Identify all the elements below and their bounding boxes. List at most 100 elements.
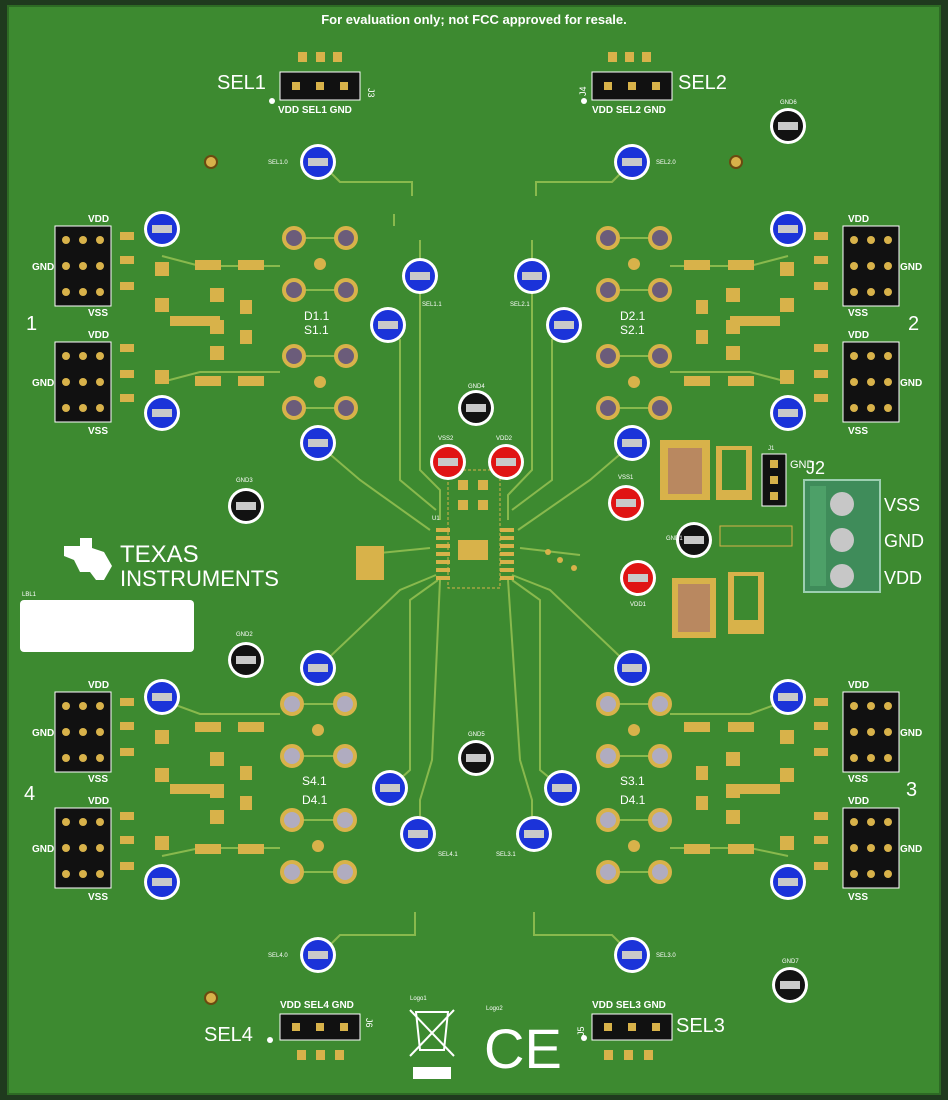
testpoint-signal-5[interactable]	[144, 679, 180, 715]
testpoint-bar	[466, 404, 486, 412]
terminal-screw-gnd[interactable]	[830, 528, 854, 552]
testpoint-signal-14[interactable]	[614, 650, 650, 686]
testpoint-bar	[152, 878, 172, 886]
testpoint-label: VSS2	[438, 436, 454, 442]
testpoint-label: GND1	[666, 536, 683, 542]
testpoint-gnd1[interactable]: GND1	[666, 522, 712, 558]
sel2-pin1-dot	[581, 98, 587, 104]
testpoint-gnd2[interactable]: GND2	[228, 632, 264, 678]
testpoint-gnd7[interactable]: GND7	[772, 959, 808, 1003]
channel-2-number: 2	[908, 313, 919, 335]
testpoint-vss2[interactable]: VSS2	[430, 436, 466, 480]
terminal-screw-vss[interactable]	[830, 492, 854, 516]
testpoint-bar	[152, 225, 172, 233]
testpoint-signal-16[interactable]	[544, 770, 580, 806]
ch1-header-a[interactable]	[54, 225, 112, 307]
testpoint-label: SEL2.1	[510, 302, 530, 308]
testpoint-signal-11[interactable]	[300, 425, 336, 461]
ch1-header-b[interactable]	[54, 341, 112, 423]
ch4-a-vdd: VDD	[88, 680, 109, 691]
terminal-vss-label: VSS	[884, 495, 920, 515]
testpoint-signal-13[interactable]	[300, 650, 336, 686]
blank-label-area	[20, 600, 194, 652]
sel4-pins: VDD SEL4 GND	[280, 1000, 354, 1011]
sel3-ref: J5	[576, 1026, 586, 1036]
testpoint-vss1[interactable]: VSS1	[608, 475, 644, 521]
ce-mark: CE	[484, 1017, 562, 1080]
sel2-pins: VDD SEL2 GND	[592, 105, 666, 116]
testpoint-signal-10[interactable]	[546, 307, 582, 343]
jumper-j1[interactable]	[761, 453, 787, 507]
testpoint-label: SEL4.1	[438, 852, 458, 858]
ch4-header-b[interactable]	[54, 807, 112, 889]
ch3-b-gnd: GND	[900, 844, 922, 855]
testpoint-signal-6[interactable]	[144, 864, 180, 900]
ch3-header-b[interactable]	[842, 807, 900, 889]
ch4-header-a[interactable]	[54, 691, 112, 773]
testpoint-label: SEL4.0	[268, 953, 288, 959]
testpoint-bar	[410, 272, 430, 280]
sel1-header[interactable]: SEL1 J3 VDD SEL1 GND	[217, 50, 376, 116]
sel2-header[interactable]: SEL2 J4 VDD SEL2 GND	[578, 52, 727, 116]
footprints-ch1	[282, 226, 358, 420]
ch3-s-label: S3.1	[620, 774, 645, 788]
ch3-b-vdd: VDD	[848, 796, 869, 807]
testpoint-signal-2[interactable]	[144, 395, 180, 431]
testpoint-label: VSS1	[618, 475, 634, 481]
testpoint-signal-1[interactable]	[144, 211, 180, 247]
testpoint-sel4-1[interactable]: SEL4.1	[400, 816, 458, 858]
testpoint-gnd4[interactable]: GND4	[458, 384, 494, 426]
testpoint-bar	[778, 693, 798, 701]
testpoint-signal-12[interactable]	[614, 425, 650, 461]
ch4-s-label: S4.1	[302, 774, 327, 788]
testpoint-bar	[236, 656, 256, 664]
testpoint-label: SEL3.0	[656, 953, 676, 959]
testpoint-bar	[778, 409, 798, 417]
ch1-a-gnd: GND	[32, 262, 54, 273]
testpoint-bar	[408, 830, 428, 838]
testpoint-sel3-0[interactable]: SEL3.0	[614, 937, 676, 973]
testpoint-signal-9[interactable]	[370, 307, 406, 343]
testpoint-bar	[524, 830, 544, 838]
sel3-pins: VDD SEL3 GND	[592, 1000, 666, 1011]
testpoint-signal-3[interactable]	[770, 211, 806, 247]
ti-state-icon	[64, 538, 112, 580]
testpoint-bar	[778, 225, 798, 233]
testpoint-signal-15[interactable]	[372, 770, 408, 806]
testpoint-label: VDD1	[630, 602, 647, 608]
channel-1-number: 1	[26, 313, 37, 335]
board-notice: For evaluation only; not FCC approved fo…	[321, 12, 627, 27]
terminal-vdd-label: VDD	[884, 568, 922, 588]
testpoint-sel3-1[interactable]: SEL3.1	[496, 816, 552, 858]
mounting-hole-tr	[729, 155, 743, 169]
smd-cluster-ch2	[684, 232, 828, 402]
sel3-title: SEL3	[676, 1015, 725, 1037]
testpoint-vdd1[interactable]: VDD1	[620, 560, 656, 608]
testpoint-signal-4[interactable]	[770, 395, 806, 431]
ch2-b-gnd: GND	[900, 378, 922, 389]
testpoint-gnd5[interactable]: GND5	[458, 732, 494, 776]
testpoint-sel2-1[interactable]: SEL2.1	[510, 258, 550, 308]
testpoint-vdd2[interactable]: VDD2	[488, 436, 524, 480]
ch4-b-vdd: VDD	[88, 796, 109, 807]
terminal-screw-vdd[interactable]	[830, 564, 854, 588]
testpoint-gnd3[interactable]: GND3	[228, 478, 264, 524]
testpoint-sel1-1[interactable]: SEL1.1	[402, 258, 442, 308]
ch2-header-b[interactable]	[842, 341, 900, 423]
terminal-block-j2[interactable]	[803, 479, 881, 593]
ch3-header-a[interactable]	[842, 691, 900, 773]
testpoint-signal-7[interactable]	[770, 679, 806, 715]
sel4-header[interactable]: VDD SEL4 GND SEL4 J6	[204, 1000, 374, 1060]
testpoint-sel2-0[interactable]: SEL2.0	[614, 144, 676, 180]
testpoint-bar	[622, 158, 642, 166]
testpoint-sel1-0[interactable]: SEL1.0	[268, 144, 336, 180]
testpoint-signal-8[interactable]	[770, 864, 806, 900]
testpoint-bar	[684, 536, 704, 544]
testpoint-sel4-0[interactable]: SEL4.0	[268, 937, 336, 973]
sel3-header[interactable]: VDD SEL3 GND SEL3 J5	[576, 1000, 725, 1060]
testpoint-label: VDD2	[496, 436, 513, 442]
ch3-d-label: D4.1	[620, 793, 646, 807]
ch2-header-a[interactable]	[842, 225, 900, 307]
testpoint-gnd6[interactable]: GND6	[770, 100, 806, 144]
